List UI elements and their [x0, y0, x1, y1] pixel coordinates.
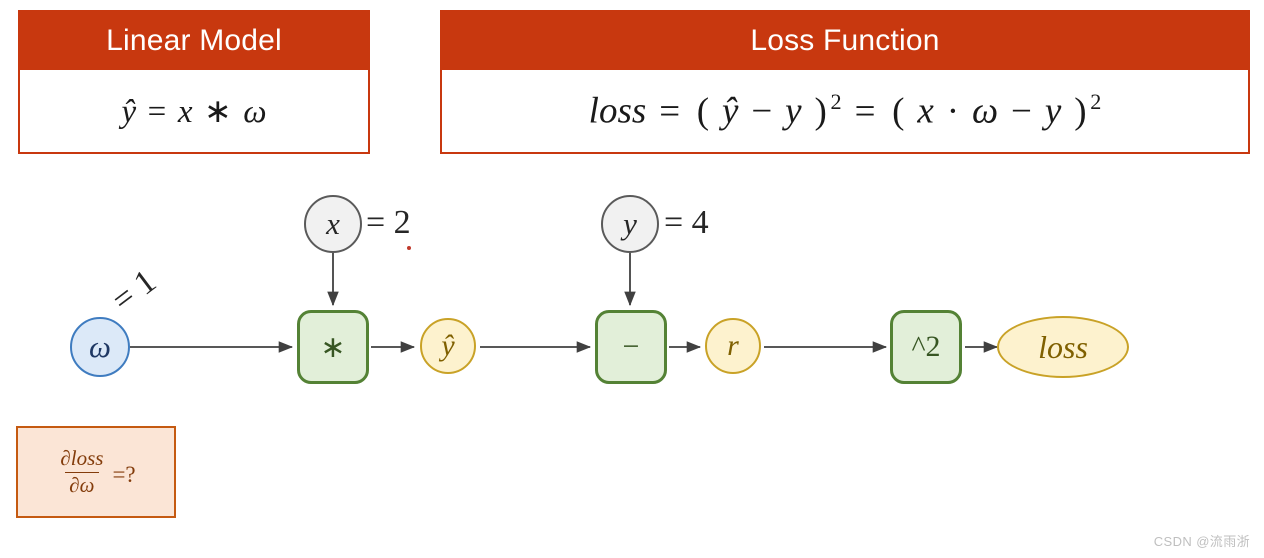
omega-value-label: = 1 [105, 262, 164, 320]
loss-equals-1: = [659, 90, 681, 132]
derivative-denominator: ∂ω [65, 471, 99, 498]
node-multiply-label: ∗ [320, 330, 346, 364]
loss-paren-open-2: ( [892, 90, 905, 132]
loss-paren-close-1: ) [814, 90, 827, 132]
node-y[interactable]: y [601, 195, 659, 253]
formula-lhs: ŷ [121, 94, 137, 130]
loss-exponent-2: 2 [1090, 89, 1102, 115]
loss-paren-close-2: ) [1074, 90, 1087, 132]
loss-function-formula: loss = ( ŷ − y )2 = ( x · ω − y )2 [442, 70, 1248, 152]
node-yhat[interactable]: ŷ [420, 318, 476, 374]
node-loss-label: loss [1038, 328, 1088, 365]
formula-multiply: ∗ [204, 94, 232, 130]
derivative-fraction: ∂loss ∂ω [56, 445, 107, 498]
node-subtract-label: − [622, 330, 640, 363]
derivative-expression: ∂loss ∂ω =? [56, 445, 136, 498]
loss-exponent-1: 2 [830, 89, 842, 115]
linear-model-card: Linear Model ŷ = x ∗ ω [18, 10, 370, 154]
red-speck-artifact [407, 246, 411, 250]
csdn-watermark: CSDN @流雨浙 [1153, 534, 1250, 549]
formula-x: x [177, 94, 193, 130]
node-power-label: ^2 [911, 330, 941, 363]
loss-lhs: loss [588, 90, 647, 132]
formula-omega: ω [243, 94, 267, 130]
linear-model-formula: ŷ = x ∗ ω [20, 70, 368, 152]
node-subtract-op[interactable]: − [595, 310, 667, 384]
y-value-label: = 4 [664, 204, 709, 241]
node-omega-label: ω [89, 329, 111, 364]
loss-minus-1: − [751, 90, 773, 132]
loss-paren-open-1: ( [696, 90, 710, 132]
derivative-question-mark: =? [112, 462, 136, 487]
x-value-label: = 2 [366, 204, 411, 241]
loss-omega: ω [971, 90, 999, 132]
loss-dot: · [946, 90, 960, 132]
loss-function-title: Loss Function [442, 12, 1248, 70]
node-omega[interactable]: ω [70, 317, 130, 377]
linear-model-title: Linear Model [20, 12, 368, 70]
loss-equals-2: = [854, 90, 876, 132]
derivative-numerator: ∂loss [60, 445, 104, 470]
node-loss[interactable]: loss [997, 316, 1129, 378]
node-multiply-op[interactable]: ∗ [297, 310, 369, 384]
node-y-label: y [623, 206, 637, 241]
loss-x: x [917, 90, 934, 132]
node-yhat-label: ŷ [441, 329, 455, 362]
node-x[interactable]: x [304, 195, 362, 253]
loss-minus-2: − [1011, 90, 1032, 132]
node-x-label: x [326, 206, 340, 241]
formula-equals: = [147, 94, 167, 130]
node-r[interactable]: r [705, 318, 761, 374]
node-power-op[interactable]: ^2 [890, 310, 962, 384]
loss-function-card: Loss Function loss = ( ŷ − y )2 = ( x · … [440, 10, 1250, 154]
derivative-question-card: ∂loss ∂ω =? [16, 426, 176, 518]
loss-y-2: y [1044, 90, 1062, 132]
node-r-label: r [727, 329, 739, 362]
loss-yhat: ŷ [721, 90, 739, 132]
loss-y-1: y [785, 90, 802, 132]
